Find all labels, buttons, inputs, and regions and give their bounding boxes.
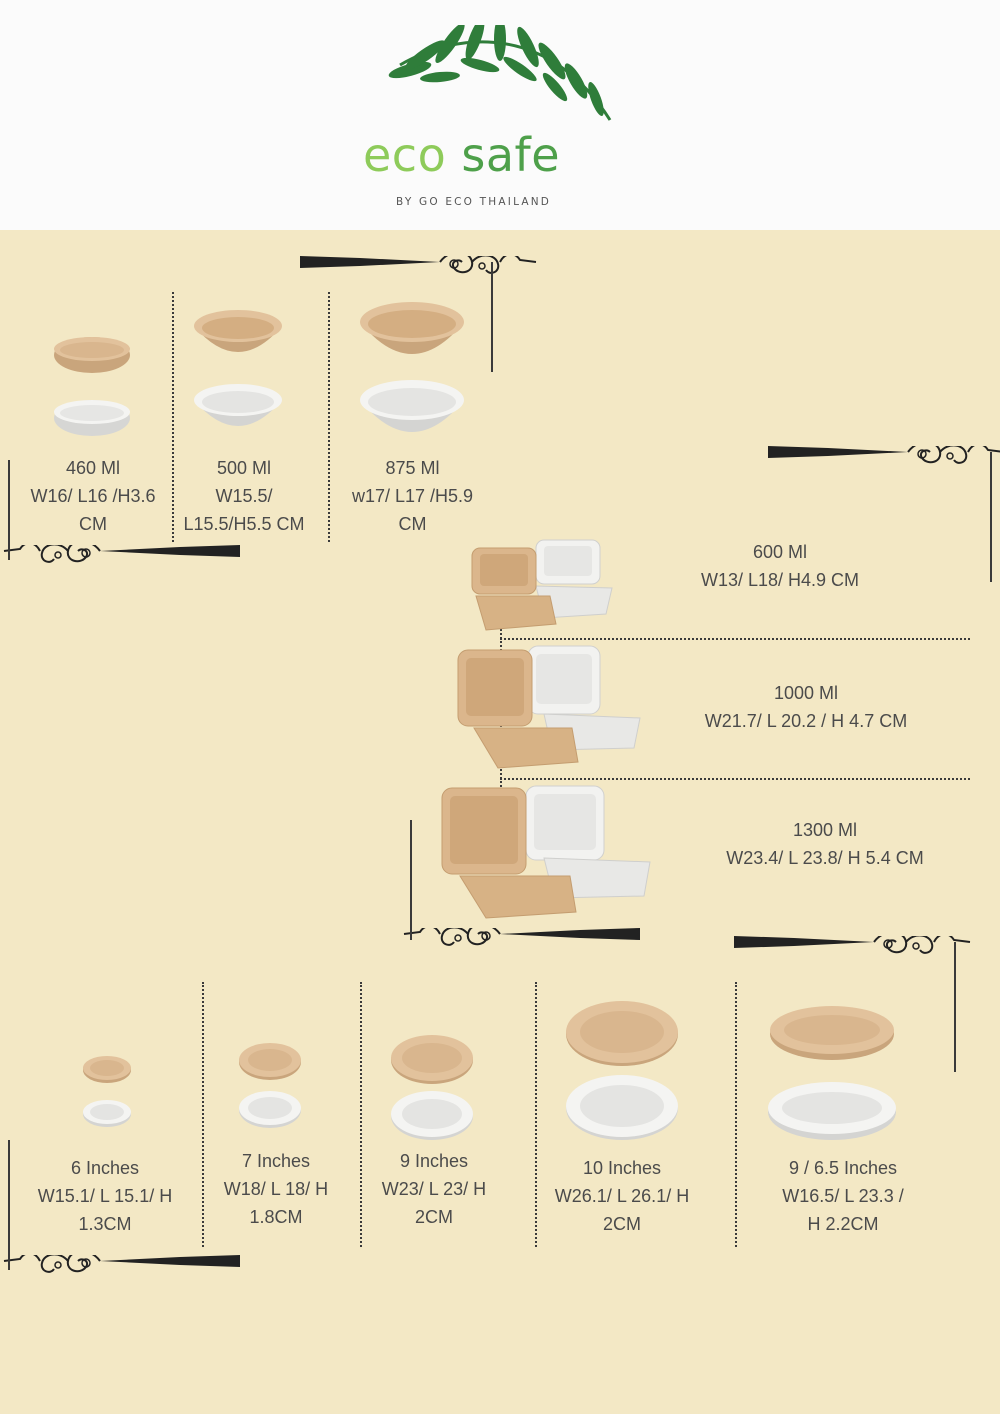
bowl-dimensions: CM (398, 514, 427, 534)
plate-image (83, 1056, 131, 1127)
divider (360, 982, 362, 1247)
ornament-bowls-bottom (3, 545, 240, 563)
plate-dimensions: W18/ L 18/ H (223, 1179, 329, 1199)
plate-dimensions: W16.5/ L 23.3 / (782, 1186, 904, 1206)
plate-dimensions: 2CM (414, 1207, 453, 1227)
ornament-plates-top (734, 936, 971, 954)
plate-size: 9 Inches (399, 1151, 469, 1171)
box-dimensions: W23.4/ L 23.8/ H 5.4 CM (726, 848, 924, 868)
brand-tagline: BY GO ECO THAILAND (396, 196, 552, 208)
bowl-caption: 500 Ml W15.5/ L15.5/H5.5 CM (170, 454, 318, 538)
oval-plate-image (768, 1006, 896, 1140)
plate-caption: 6 Inches W15.1/ L 15.1/ H 1.3CM (20, 1154, 190, 1238)
plate-image (239, 1043, 301, 1128)
clamshell-box-image (457, 645, 641, 769)
plate-dimensions: 2CM (602, 1214, 641, 1234)
bowl-image (54, 337, 130, 436)
box-capacity: 600 Ml (752, 542, 808, 562)
bowl-capacity: 500 Ml (216, 458, 272, 478)
brand-name-eco: eco (363, 128, 447, 182)
plate-dimensions: W26.1/ L 26.1/ H (554, 1186, 690, 1206)
ornament-vline (8, 460, 10, 560)
box-caption: 600 Ml W13/ L18/ H4.9 CM (660, 538, 900, 594)
box-dimensions: W13/ L18/ H4.9 CM (700, 570, 860, 590)
divider (735, 982, 737, 1247)
ornament-vline (954, 942, 956, 1072)
plate-size: 10 Inches (582, 1158, 662, 1178)
plate-image (391, 1035, 473, 1140)
divider (500, 778, 970, 780)
ornament-plates-bottom (3, 1255, 240, 1273)
plate-size: 7 Inches (241, 1151, 311, 1171)
ornament-top (300, 256, 537, 274)
bowl-caption: 875 Ml w17/ L17 /H5.9 CM (330, 454, 495, 538)
header: eco safe BY GO ECO THAILAND (0, 0, 1000, 230)
bowl-dimensions: W15.5/ (215, 486, 273, 506)
plate-image (566, 1001, 678, 1140)
bowl-dimensions: L15.5/H5.5 CM (183, 514, 305, 534)
ornament-vline (8, 1140, 10, 1270)
plate-dimensions: 1.3CM (78, 1214, 132, 1234)
divider (202, 982, 204, 1247)
box-capacity: 1300 Ml (792, 820, 858, 840)
bowl-dimensions: W16/ L16 /H3.6 (30, 486, 156, 506)
clamshell-box-image (441, 785, 651, 919)
brand-name-safe: safe (461, 128, 561, 182)
plate-caption: 10 Inches W26.1/ L 26.1/ H 2CM (540, 1154, 704, 1238)
plate-size: 9 / 6.5 Inches (788, 1158, 898, 1178)
box-dimensions: W21.7/ L 20.2 / H 4.7 CM (704, 711, 908, 731)
clamshell-box-image (471, 539, 613, 631)
divider (328, 292, 330, 542)
divider (172, 292, 174, 542)
palm-leaf-icon (388, 25, 612, 121)
bowl-dimensions: w17/ L17 /H5.9 (351, 486, 474, 506)
divider (535, 982, 537, 1247)
ornament-boxes-bottom (403, 928, 640, 946)
divider (500, 638, 970, 640)
plate-dimensions: 1.8CM (249, 1207, 303, 1227)
bowl-dimensions: CM (79, 514, 107, 534)
plate-caption: 9 Inches W23/ L 23/ H 2CM (364, 1147, 504, 1231)
plate-dimensions: W15.1/ L 15.1/ H (37, 1186, 173, 1206)
brand-name: eco safe (363, 128, 633, 182)
ornament-vline (410, 820, 412, 940)
plate-caption: 7 Inches W18/ L 18/ H 1.8CM (206, 1147, 346, 1231)
bowl-image (360, 302, 464, 432)
bowl-caption: 460 Ml W16/ L16 /H3.6 CM (8, 454, 178, 538)
bowl-image (194, 310, 282, 426)
ornament-vline (990, 452, 992, 582)
plate-size: 6 Inches (70, 1158, 140, 1178)
plate-caption: 9 / 6.5 Inches W16.5/ L 23.3 / H 2.2CM (758, 1154, 928, 1238)
ornament-boxes-top (768, 446, 1000, 464)
box-caption: 1300 Ml W23.4/ L 23.8/ H 5.4 CM (700, 816, 950, 872)
box-capacity: 1000 Ml (773, 683, 839, 703)
plate-dimensions: H 2.2CM (807, 1214, 879, 1234)
ornament-vline (491, 262, 493, 372)
box-caption: 1000 Ml W21.7/ L 20.2 / H 4.7 CM (676, 679, 936, 735)
plate-dimensions: W23/ L 23/ H (381, 1179, 487, 1199)
bowl-capacity: 875 Ml (385, 458, 440, 478)
bowl-capacity: 460 Ml (65, 458, 121, 478)
